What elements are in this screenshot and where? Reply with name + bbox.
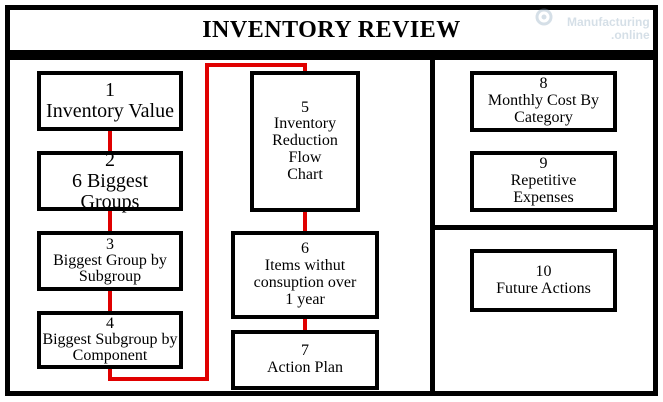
step-label: Category	[514, 108, 573, 126]
connector-bottom-run	[108, 377, 209, 381]
step-label: consuption over	[253, 274, 357, 291]
step-label: Biggest Subgroup by	[42, 331, 178, 349]
step-number: 6	[301, 240, 309, 258]
title-bar: INVENTORY REVIEW	[5, 5, 658, 55]
connector-top-drop	[303, 63, 307, 75]
connector-5-6	[303, 210, 307, 233]
connector-6-7	[303, 318, 307, 332]
step-label: Expenses	[513, 188, 574, 206]
watermark-logo: Manufacturing .online	[531, 2, 659, 46]
step-label: Inventory	[273, 115, 337, 133]
step-10-box: 10 Future Actions	[470, 249, 617, 312]
step-label: Component	[72, 346, 148, 364]
step-label: Repetitive	[510, 172, 577, 190]
step-label: Reduction	[272, 132, 338, 150]
step-label: Biggest Group by	[53, 252, 167, 270]
step-number: 9	[539, 155, 548, 173]
connector-1-2	[108, 130, 112, 152]
step-1-box: 1 Inventory Value	[37, 71, 183, 131]
step-label: 1 year	[285, 290, 325, 308]
step-5-box: 5 Inventory Reduction Flow Chart	[250, 71, 360, 212]
step-label: Subgroup	[78, 267, 142, 285]
step-2-box: 2 6 Biggest Groups	[37, 148, 183, 213]
step-4-box: 4 Biggest Subgroup by Component	[37, 311, 183, 369]
step-3-box: 3 Biggest Group by Subgroup	[37, 231, 183, 291]
step-label: Future Actions	[496, 279, 591, 297]
step-number: 2	[105, 148, 115, 171]
step-number: 8	[539, 75, 548, 93]
step-label: Chart	[287, 165, 323, 183]
step-8-box: 8 Monthly Cost By Category	[470, 71, 617, 132]
step-7-box: 7 Action Plan	[231, 330, 379, 390]
step-9-box: 9 Repetitive Expenses	[470, 151, 617, 212]
step-label: Flow	[288, 148, 322, 166]
connector-3-4	[108, 290, 112, 312]
step-label: Action Plan	[267, 359, 343, 376]
step-number: 1	[105, 79, 115, 101]
step-label: Monthly Cost By	[487, 92, 600, 110]
watermark-line2: .online	[611, 28, 650, 42]
connector-2-3	[108, 210, 112, 232]
step-number: 5	[301, 98, 309, 116]
gear-icon	[535, 8, 553, 26]
page-title: INVENTORY REVIEW	[202, 16, 461, 43]
connector-4-down	[108, 368, 112, 381]
step-6-box: 6 Items withut consuption over 1 year	[231, 231, 379, 319]
step-label: Items withut	[264, 257, 346, 275]
connector-up-run	[205, 63, 209, 381]
watermark-line1: Manufacturing	[567, 15, 650, 29]
step-number: 10	[535, 262, 552, 280]
step-number: 4	[106, 315, 114, 333]
step-number: 7	[301, 342, 309, 360]
step-label: 6 Biggest Groups	[71, 169, 149, 213]
step-number: 3	[106, 236, 114, 254]
connector-top-run	[205, 63, 307, 67]
step-label: Inventory Value	[46, 100, 174, 122]
